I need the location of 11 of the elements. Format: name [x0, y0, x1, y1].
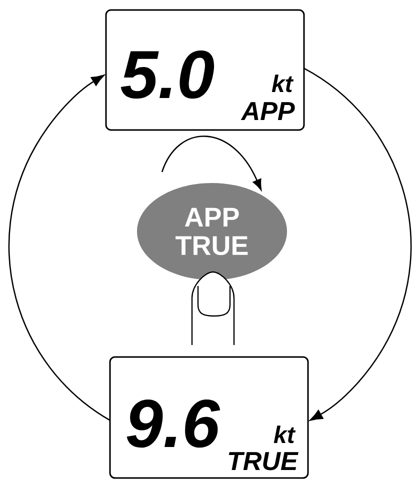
display-screen	[105, 9, 305, 131]
curved-arrow	[304, 68, 412, 421]
unit-label: kt	[272, 74, 294, 92]
mode-label: TRUE	[228, 452, 298, 470]
curved-arrow	[8, 74, 110, 421]
unit-label: kt	[274, 426, 296, 444]
speed-reading: 9.6	[126, 400, 220, 448]
mode-button: APP TRUE	[137, 183, 287, 280]
mode-label: APP	[240, 102, 295, 120]
display-screen	[109, 356, 309, 479]
speed-reading: 5.0	[120, 50, 214, 99]
